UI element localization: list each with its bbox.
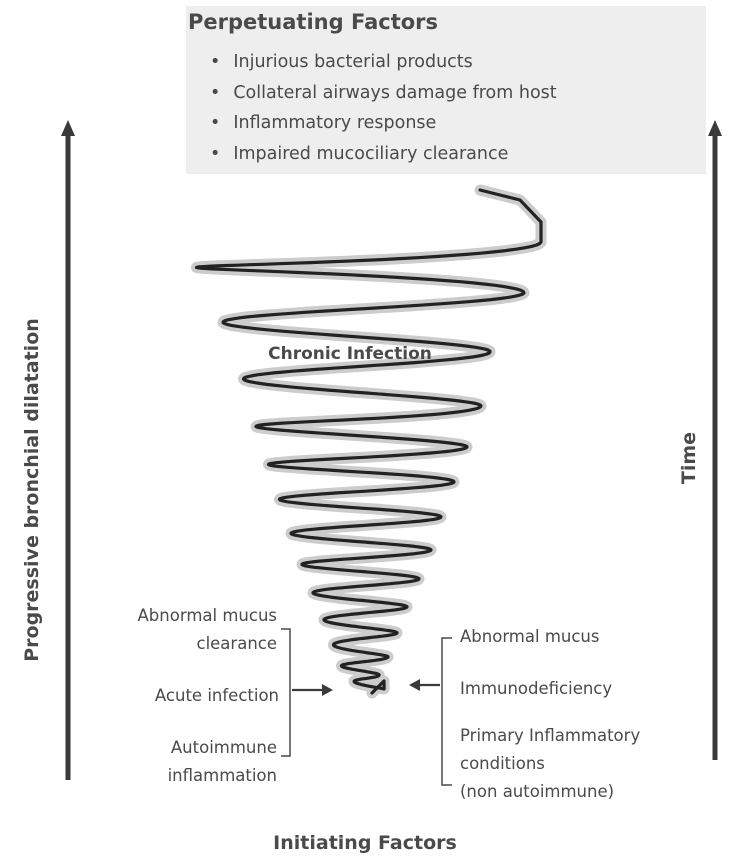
left-bracket — [281, 629, 290, 756]
right-axis-label: Time — [678, 432, 700, 484]
right-factor-immunodeficiency: Immunodeficiency — [460, 675, 612, 703]
left-factor-autoimmune: Autoimmune inflammation — [168, 734, 277, 790]
factor-line: Primary Inflammatory — [460, 722, 640, 750]
chronic-infection-label: Chronic Infection — [0, 344, 700, 364]
factor-line: Abnormal mucus — [138, 602, 277, 630]
factor-line: inflammation — [168, 762, 277, 790]
right-bracket — [442, 638, 452, 785]
initiating-factors-title: Initiating Factors — [0, 832, 730, 854]
factor-line: Autoimmune — [168, 734, 277, 762]
left-axis-arrowhead — [61, 120, 75, 136]
factor-line: (non autoimmune) — [460, 778, 640, 806]
factor-line: conditions — [460, 750, 640, 778]
right-factor-primary-inflammatory: Primary Inflammatory conditions (non aut… — [460, 722, 640, 806]
right-axis-arrowhead — [708, 120, 722, 136]
right-factor-abnormal-mucus: Abnormal mucus — [460, 623, 599, 651]
left-factor-abnormal-mucus-clearance: Abnormal mucus clearance — [138, 602, 277, 658]
left-input-arrowhead — [322, 684, 333, 696]
factor-line: clearance — [138, 630, 277, 658]
left-axis-label: Progressive bronchial dilatation — [21, 318, 43, 662]
left-factor-acute-infection: Acute infection — [155, 682, 279, 710]
right-input-arrowhead — [409, 679, 420, 691]
